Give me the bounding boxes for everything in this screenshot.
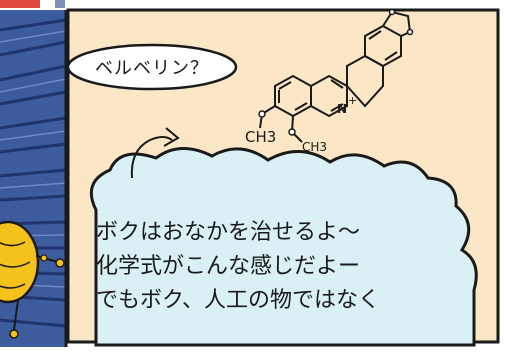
oxygen-atom-4 <box>406 28 414 36</box>
yellow-character <box>0 220 65 339</box>
narration-line-2: 化学式がこんな感じだよー <box>96 254 361 279</box>
chemical-structure <box>259 10 412 143</box>
speech-bubble-shape <box>66 43 238 91</box>
top-strip-blue-block <box>55 0 65 8</box>
oxygen-atom-3 <box>388 8 396 16</box>
squiggle-line <box>130 136 173 179</box>
methyl-label-2: CH3 <box>302 140 328 154</box>
narration-text: ボクはおなかを治せるよ〜 化学式がこんな感じだよー でもボク、人工の物ではなく <box>96 216 496 318</box>
narration-line-3: でもボク、人工の物ではなく <box>96 288 381 313</box>
charge-label: + <box>348 94 358 107</box>
top-strip <box>0 0 505 10</box>
methyl-label-1: CH3 <box>245 128 277 146</box>
top-strip-red-block <box>0 0 40 8</box>
narration-line-1: ボクはおなかを治せるよ〜 <box>96 220 361 245</box>
oxygen-atom-2 <box>288 128 296 136</box>
oxygen-atom-1 <box>258 110 266 118</box>
speech-bubble-text: ベルベリン？ <box>95 58 209 79</box>
squiggle-arrow <box>163 127 180 147</box>
nitrogen-label: N <box>337 102 348 116</box>
